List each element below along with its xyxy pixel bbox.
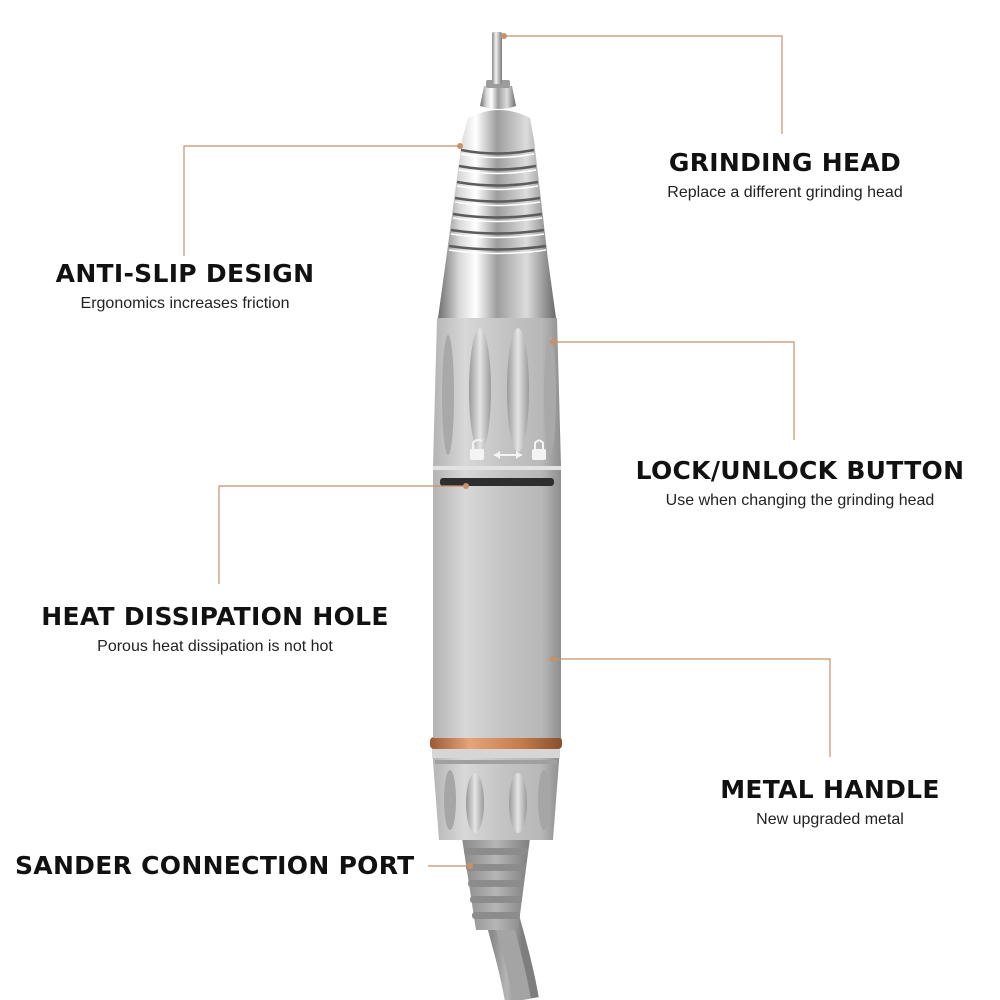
lock-collar [433,318,561,466]
callout-title: METAL HANDLE [720,775,940,804]
callout-subtitle: New upgraded metal [756,811,904,828]
callout-title: GRINDING HEAD [668,148,902,177]
callout-title: SANDER CONNECTION PORT [15,851,415,880]
callout-heat-dissipation: HEAT DISSIPATION HOLE Porous heat dissip… [25,602,405,658]
leader-metal-handle [553,658,831,757]
strain-relief [462,838,530,930]
callout-anti-slip: ANTI-SLIP DESIGN Ergonomics increases fr… [40,259,330,315]
double-arrow-icon [494,451,522,459]
callout-connection-port: SANDER CONNECTION PORT [15,851,425,881]
heat-dissipation-slot [440,478,554,486]
callout-grinding-head: GRINDING HEAD Replace a different grindi… [640,148,930,204]
callout-title: ANTI-SLIP DESIGN [55,259,315,288]
leader-lock-unlock [553,341,795,440]
callout-subtitle: Ergonomics increases friction [80,295,290,312]
metal-handle [433,470,561,738]
grip-rings [448,148,547,251]
lock-icon [532,439,546,460]
leader-dots [457,33,556,869]
leader-grinding-head [504,35,783,134]
chuck-nose [480,86,516,109]
leader-lines [183,35,831,867]
leader-heat-hole [218,485,466,584]
unlock-icon [470,438,484,460]
anti-slip-grip [438,110,556,318]
callout-title: LOCK/UNLOCK BUTTON [635,456,965,485]
callout-subtitle: Porous heat dissipation is not hot [97,638,333,655]
grip-ring-highlights [448,153,547,255]
callout-title: HEAT DISSIPATION HOLE [41,602,389,631]
connection-port-collar [432,748,560,840]
copper-ring [430,737,562,749]
callout-metal-handle: METAL HANDLE New upgraded metal [700,775,960,831]
leader-anti-slip [183,145,460,256]
grinding-bit-shaft [492,32,502,84]
callout-subtitle: Replace a different grinding head [667,184,903,201]
callout-subtitle: Use when changing the grinding head [665,492,935,509]
callout-lock-unlock: LOCK/UNLOCK BUTTON Use when changing the… [615,456,985,512]
